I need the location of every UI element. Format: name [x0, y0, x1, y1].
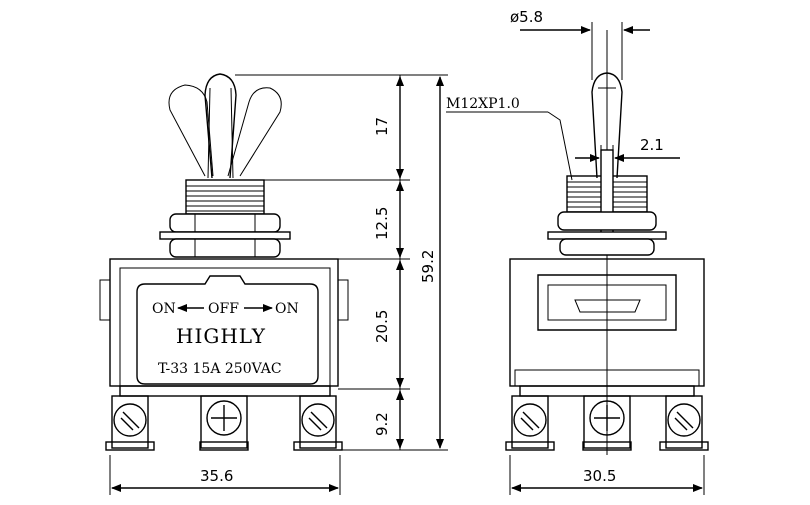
dim-35-6: 35.6: [200, 467, 233, 485]
dim-12-5: 12.5: [373, 207, 391, 240]
label-off: OFF: [208, 301, 239, 317]
brand-label: HIGHLY: [176, 324, 266, 348]
label-on-left: ON: [152, 301, 176, 317]
dim-17: 17: [373, 117, 391, 136]
dim-30-5: 30.5: [583, 467, 616, 485]
front-view: ON OFF ON HIGHLY T-33 15A 250VAC: [99, 73, 448, 495]
terminal-center: [199, 395, 249, 451]
side-terminal-right: [659, 395, 709, 451]
side-terminal-center: [582, 395, 632, 451]
terminal-right: [293, 395, 343, 451]
dim-20-5: 20.5: [373, 310, 391, 343]
thread-lines: [186, 185, 264, 212]
dim-9-2: 9.2: [373, 412, 391, 436]
terminal-left: [105, 395, 155, 451]
label-plate: [136, 275, 319, 385]
label-on-right: ON: [275, 301, 299, 317]
lever-center: [204, 73, 237, 179]
lever-left-ghost: [168, 84, 214, 177]
lever-right-ghost: [227, 87, 282, 177]
model-label: T-33 15A 250VAC: [158, 361, 282, 377]
side-view: ø5.8 M12XP1.0 2.1 30.5: [446, 8, 709, 495]
thread-label: M12XP1.0: [446, 96, 520, 112]
dim-diameter-5-8: ø5.8: [510, 8, 543, 26]
side-terminal-left: [505, 395, 555, 451]
dim-59-2: 59.2: [419, 250, 437, 283]
dim-2-1: 2.1: [640, 136, 664, 154]
